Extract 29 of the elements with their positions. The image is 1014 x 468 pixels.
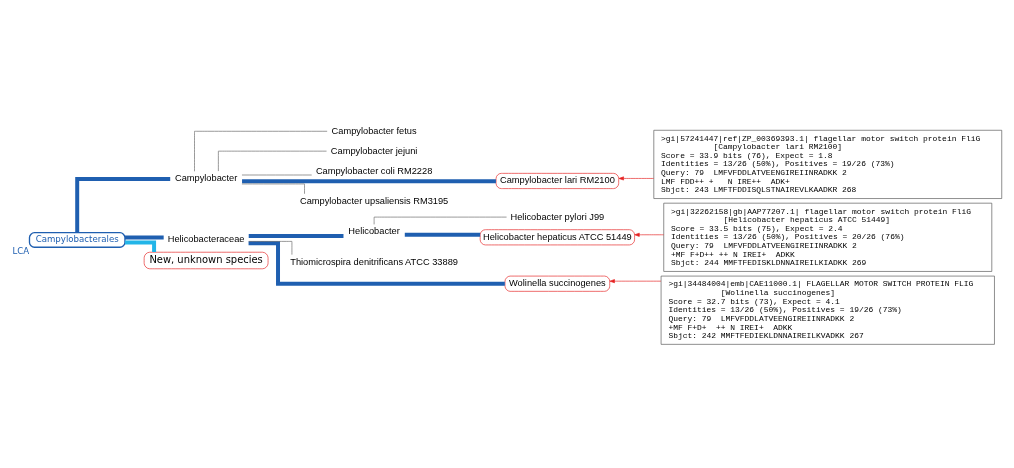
connector <box>218 150 327 172</box>
connector <box>248 241 293 255</box>
node-text: Campylobacter coli RM2228 <box>315 165 433 176</box>
node-text: Campylobacter upsaliensis RM3195 <box>299 195 449 206</box>
connector <box>125 235 164 240</box>
connector <box>404 232 481 237</box>
arrow <box>609 279 662 284</box>
node-box: Wolinella succinogenes <box>504 275 611 292</box>
node-box: New, unknown species <box>143 251 269 270</box>
node-text: Campylobacter jejuni <box>330 145 418 156</box>
node-text: Campylobacter <box>174 173 238 184</box>
node-text: Thiomicrospira denitrificans ATCC 33889 <box>290 256 458 267</box>
node-text: Helicobacter pylori J99 <box>510 211 605 222</box>
node-text: Campylobacter fetus <box>331 125 417 136</box>
connector <box>75 177 171 233</box>
connector <box>194 130 328 172</box>
connector <box>248 241 505 286</box>
node-text: Helicobacteraceae <box>167 234 245 245</box>
arrow <box>634 232 664 237</box>
connector <box>241 183 305 195</box>
connector <box>248 234 344 238</box>
node-box: Helicobacter hepaticus ATCC 51449 <box>479 229 635 246</box>
arrow <box>618 176 654 181</box>
node-box: Campylobacterales <box>28 232 126 248</box>
connector <box>242 179 496 184</box>
connector <box>125 240 157 253</box>
node-text: Helicobacter <box>348 226 400 237</box>
node-label: LCA <box>12 246 30 257</box>
node-box: Campylobacter lari RM2100 <box>495 173 619 189</box>
